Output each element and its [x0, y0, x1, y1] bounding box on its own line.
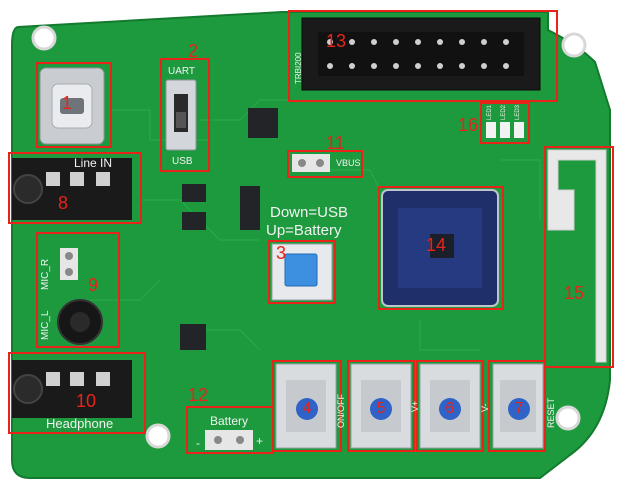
- callout-number-6: 6: [439, 398, 461, 420]
- reset-label: RESET: [546, 397, 556, 428]
- callout-box-15: [544, 146, 614, 368]
- callout-number-8: 8: [58, 193, 69, 213]
- qfn-chip: [180, 324, 206, 350]
- vbus-label: VBUS: [336, 158, 361, 168]
- uart-label: UART: [168, 66, 196, 77]
- mounting-hole: [555, 405, 581, 431]
- callout-box-11: [287, 150, 363, 178]
- callout-number-16: 16: [458, 115, 479, 135]
- down-usb-label: Down=USB: [270, 204, 348, 221]
- status-led: [500, 122, 510, 138]
- led-label-3: LED3: [515, 104, 521, 120]
- soic-chip: [182, 184, 206, 202]
- status-led: [486, 122, 496, 138]
- mounting-hole: [145, 423, 171, 449]
- callout-number-14: 14: [426, 235, 447, 255]
- led-label-1: LED1: [487, 104, 493, 120]
- battery-connector: [205, 430, 253, 450]
- callout-box-13: [288, 10, 558, 102]
- callout-box-14: [378, 186, 504, 310]
- callout-number-10: 10: [76, 391, 97, 411]
- usb-label: USB: [172, 156, 193, 167]
- mic-r-label: MIC_R: [40, 258, 51, 290]
- callout-number-13: 13: [326, 31, 347, 51]
- tactile-buttons: [275, 363, 544, 449]
- battery-plus-label: +: [256, 434, 264, 448]
- led-label-2: LED2: [501, 104, 507, 120]
- callout-number-2: 2: [188, 41, 199, 61]
- headphone-label: Headphone: [46, 416, 114, 431]
- callout-box-16: [480, 102, 530, 144]
- callout-box-10: [8, 352, 146, 434]
- callout-number-3: 3: [276, 243, 287, 263]
- callout-number-5: 5: [370, 398, 392, 420]
- callout-number-15: 15: [564, 283, 585, 303]
- line-in-label: Line IN: [74, 156, 113, 170]
- callout-box-6: [416, 360, 484, 452]
- battery-minus-label: -: [196, 436, 200, 450]
- callout-box-1: [36, 62, 112, 148]
- callout-number-1: 1: [62, 93, 73, 113]
- callout-box-9: [36, 232, 120, 348]
- pcb-antenna: [547, 149, 607, 363]
- header-name-label: TRBI200: [294, 52, 303, 84]
- callout-number-4: 4: [296, 398, 318, 420]
- mounting-hole: [561, 32, 587, 58]
- on-off-label: ON/OFF: [336, 394, 346, 428]
- status-led: [514, 122, 524, 138]
- soic-chip: [240, 186, 260, 230]
- callout-box-2: [160, 58, 210, 172]
- callout-number-9: 9: [88, 275, 99, 295]
- battery-label: Battery: [210, 414, 249, 428]
- vbus-pads: [292, 154, 330, 172]
- callout-box-5: [347, 360, 415, 452]
- mounting-hole: [31, 25, 57, 51]
- callout-box-3: [268, 240, 336, 304]
- callout-number-7: 7: [508, 398, 530, 420]
- up-battery-label: Up=Battery: [266, 222, 342, 239]
- qfn-chip: [248, 108, 278, 138]
- soic-chip: [182, 212, 206, 230]
- v-minus-label: V-: [480, 403, 490, 412]
- v-plus-label: V+: [410, 400, 420, 412]
- mic-l-label: MIC_L: [40, 310, 51, 340]
- callout-number-12: 12: [188, 385, 209, 405]
- callout-box-8: [8, 152, 142, 224]
- callout-box-7: [488, 360, 546, 452]
- callout-box-12: [186, 406, 274, 454]
- callout-number-11: 11: [326, 133, 345, 153]
